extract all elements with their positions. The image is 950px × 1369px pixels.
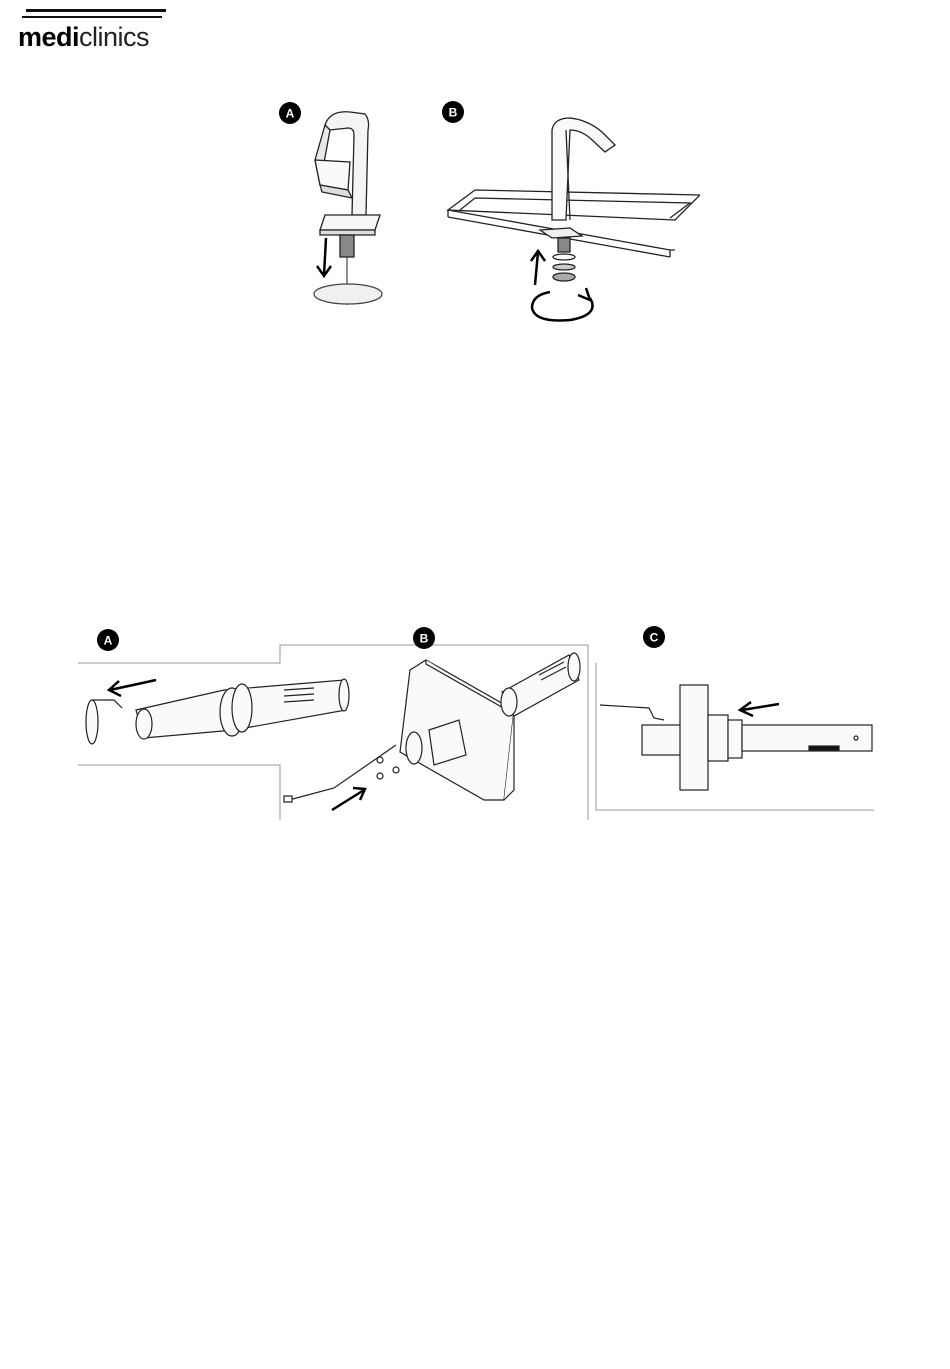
badge-bottom-a: A (97, 629, 119, 651)
faucet-install-figure: A B (270, 90, 700, 330)
panel-b-arrow (332, 788, 365, 810)
badge-top-a: A (279, 102, 301, 124)
badge-top-b: B (442, 101, 464, 123)
logo-word-bold: medi (18, 22, 79, 52)
logo-bar-top (26, 9, 166, 12)
panel-c-arrow (740, 702, 779, 716)
badge-top-b-label: B (449, 106, 458, 120)
logo-wordmark: mediclinics (18, 22, 149, 52)
badge-bottom-c: C (643, 626, 665, 648)
badge-bottom-b-label: B (420, 632, 429, 646)
panel-b-faucet (448, 118, 700, 281)
badge-bottom-c-label: C (650, 631, 659, 645)
badge-bottom-a-label: A (104, 634, 113, 648)
panel-a-arrow-left (109, 680, 156, 696)
panel-a-arrow-down (317, 238, 331, 276)
sensor-assembly-figure: A B (74, 620, 879, 830)
logo-word-light: clinics (79, 22, 149, 52)
panel-a-module (86, 679, 349, 744)
logo-bar-bottom (22, 16, 162, 18)
badge-bottom-b: B (413, 627, 435, 649)
panel-b-arrows (531, 251, 593, 321)
badge-top-a-label: A (286, 107, 295, 121)
panel-b-module (284, 653, 580, 802)
panel-c-module (600, 685, 872, 790)
brand-logo: mediclinics (18, 8, 168, 52)
